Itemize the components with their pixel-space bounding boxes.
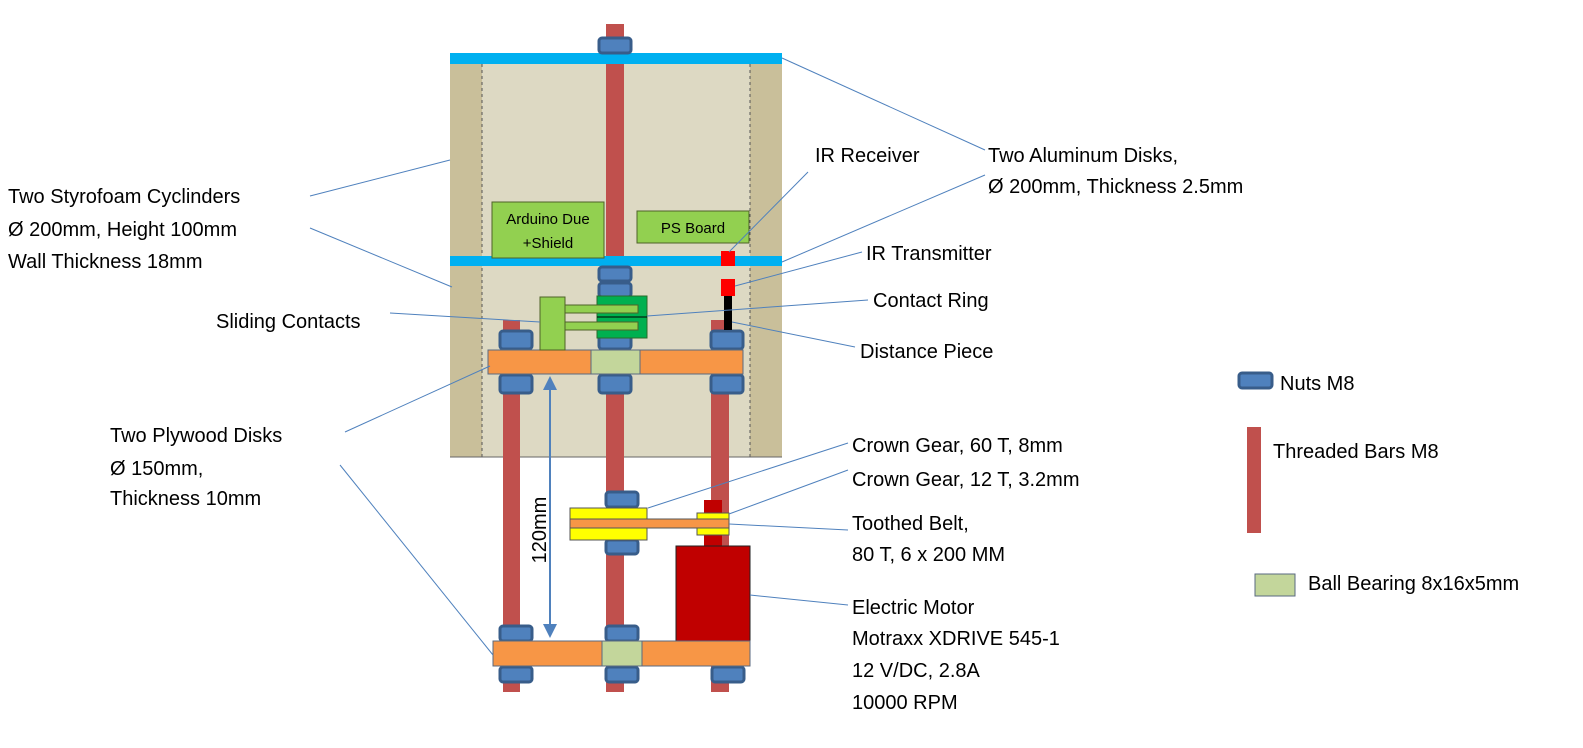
label-ir-receiver: IR Receiver [815, 145, 920, 167]
label-line: Ø 200mm, Height 100mm [8, 219, 237, 241]
distance-piece [724, 296, 732, 330]
arduino-board: Arduino Due +Shield [491, 201, 605, 259]
arduino-label-1: Arduino Due [506, 211, 589, 228]
aluminum-disk-top [450, 53, 782, 64]
label-line: 10000 RPM [852, 692, 958, 714]
label-line: 12 V/DC, 2.8A [852, 660, 981, 682]
leader-lines [309, 57, 986, 656]
legend-nut-swatch [1237, 371, 1274, 390]
label-line: Wall Thickness 18mm [8, 251, 203, 273]
ball-bearing-upper [590, 349, 641, 375]
label-styrofoam: Two Styrofoam Cyclinders Ø 200mm, Height… [8, 186, 240, 273]
ps-board: PS Board [636, 210, 750, 244]
sliding-contact-rod [564, 321, 639, 331]
label-line: Thickness 10mm [110, 488, 261, 510]
label-ir-transmitter: IR Transmitter [866, 243, 992, 265]
ps-board-label: PS Board [661, 220, 725, 237]
legend-bearing-swatch [1254, 573, 1296, 597]
ir-transmitter [721, 279, 735, 296]
label-line: Toothed Belt, [852, 513, 969, 535]
legend-nut-label: Nuts M8 [1280, 373, 1354, 395]
ir-receiver [721, 251, 735, 266]
label-line: Two Styrofoam Cyclinders [8, 186, 240, 208]
legend-bar-label: Threaded Bars M8 [1273, 441, 1439, 463]
legend: Nuts M8 Threaded Bars M8 Ball Bearing 8x… [1237, 371, 1519, 597]
label-contact-ring: Contact Ring [873, 290, 989, 312]
legend-bearing-label: Ball Bearing 8x16x5mm [1308, 573, 1519, 595]
dimension-label: 120mm [529, 497, 551, 564]
label-distance-piece: Distance Piece [860, 341, 993, 363]
label-line: Electric Motor [852, 597, 975, 619]
label-line: Ø 200mm, Thickness 2.5mm [988, 176, 1243, 198]
label-crown-gear-60: Crown Gear, 60 T, 8mm [852, 435, 1063, 457]
dimension-arrow: 120mm [529, 376, 557, 638]
label-crown-gear-12: Crown Gear, 12 T, 3.2mm [852, 469, 1080, 491]
sliding-contact-rod [564, 304, 639, 314]
label-motor: Electric Motor Motraxx XDRIVE 545-1 12 V… [852, 597, 1060, 714]
label-sliding-contacts: Sliding Contacts [216, 311, 361, 333]
electric-motor [675, 545, 751, 642]
ball-bearing-lower [601, 640, 643, 667]
label-aluminum: Two Aluminum Disks, Ø 200mm, Thickness 2… [988, 145, 1243, 198]
label-line: 80 T, 6 x 200 MM [852, 544, 1005, 566]
label-line: Two Aluminum Disks, [988, 145, 1178, 167]
aluminum-disk-middle [450, 256, 782, 266]
arduino-label-2: +Shield [523, 235, 573, 252]
label-line: Two Plywood Disks [110, 425, 282, 447]
label-line: Ø 150mm, [110, 458, 203, 480]
label-plywood: Two Plywood Disks Ø 150mm, Thickness 10m… [110, 425, 282, 510]
label-belt: Toothed Belt, 80 T, 6 x 200 MM [852, 513, 1005, 566]
toothed-belt [569, 518, 730, 529]
legend-bar-swatch [1247, 427, 1261, 533]
label-line: Motraxx XDRIVE 545-1 [852, 628, 1060, 650]
sliding-contacts-block [539, 296, 566, 351]
threaded-bar-left [503, 320, 520, 692]
